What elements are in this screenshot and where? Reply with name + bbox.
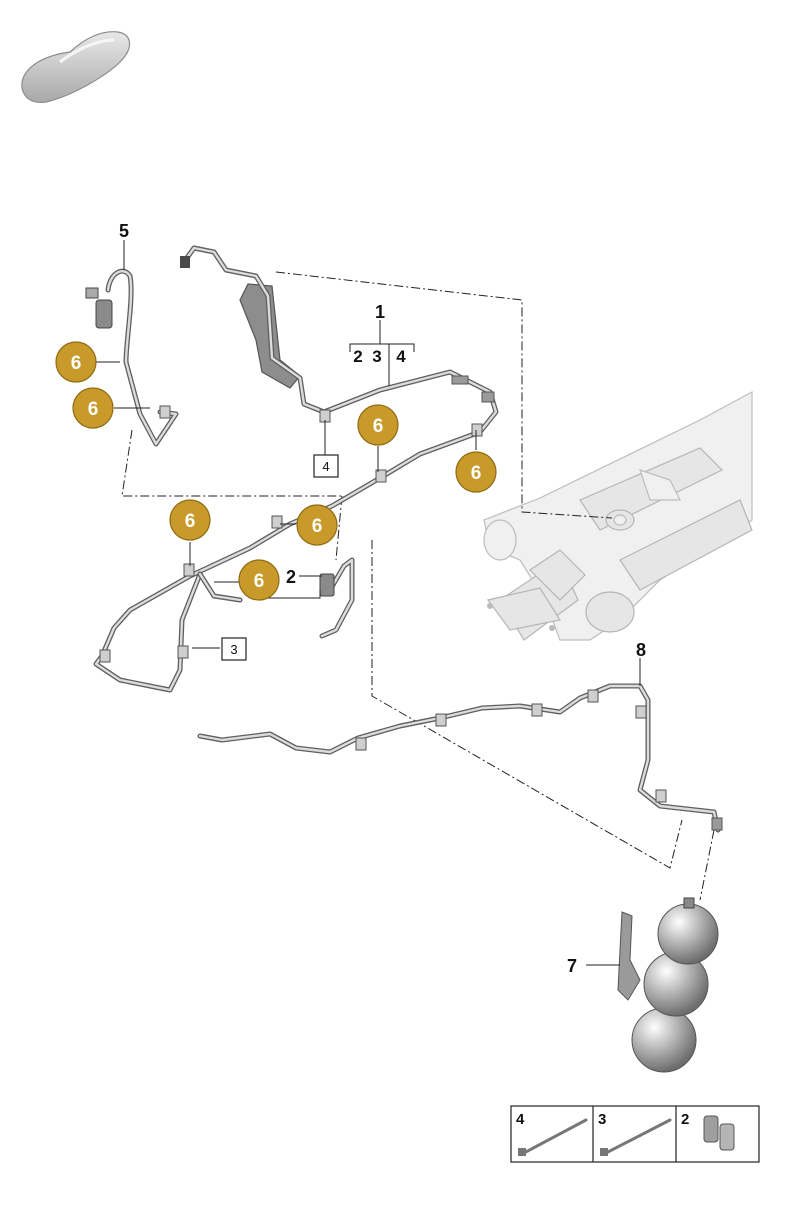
parts-legend: 4 3 2 [510,1105,760,1163]
badge-6: 6 [169,499,211,541]
svg-text:6: 6 [312,516,323,537]
svg-text:3: 3 [598,1111,606,1128]
boxed-ref-3: 3 [221,637,247,661]
svg-text:6: 6 [254,571,265,592]
pipe-part-5 [85,268,179,447]
svg-text:6: 6 [71,353,82,374]
accumulator-part-7 [617,897,719,1073]
svg-text:6: 6 [373,416,384,437]
badge-6: 6 [72,387,114,429]
callout-7: 7 [567,956,577,976]
callout-1: 1 [375,302,385,322]
callout-1-sub-4: 4 [396,347,406,366]
callout-8: 8 [636,640,646,660]
callout-1-sub-3: 3 [372,347,381,366]
badge-6: 6 [55,341,97,383]
badge-6: 6 [238,559,280,601]
svg-text:2: 2 [681,1111,689,1128]
legend-item-4: 4 [516,1111,588,1156]
callout-1-sub-2: 2 [353,347,362,366]
svg-text:4: 4 [516,1111,525,1128]
pipe-part-1 [93,245,499,693]
svg-text:6: 6 [185,511,196,532]
callout-5: 5 [119,221,129,241]
legend-item-2: 2 [681,1111,735,1151]
svg-text:4: 4 [322,459,329,474]
exhaust-manifold-ghost [483,390,753,641]
badge-6: 6 [357,404,399,446]
car-thumbnail-icon [21,31,131,103]
badge-6: 6 [296,504,338,546]
pipe-part-2 [319,557,355,639]
badge-6: 6 [455,451,497,493]
callout-2: 2 [286,567,296,587]
svg-text:3: 3 [230,642,237,657]
boxed-ref-4: 4 [313,454,339,478]
connection-lines [121,271,715,901]
leader-lines [95,240,641,966]
pipe-clips [99,405,667,803]
svg-text:6: 6 [88,399,99,420]
svg-text:6: 6 [471,463,482,484]
legend-item-3: 3 [598,1111,672,1156]
